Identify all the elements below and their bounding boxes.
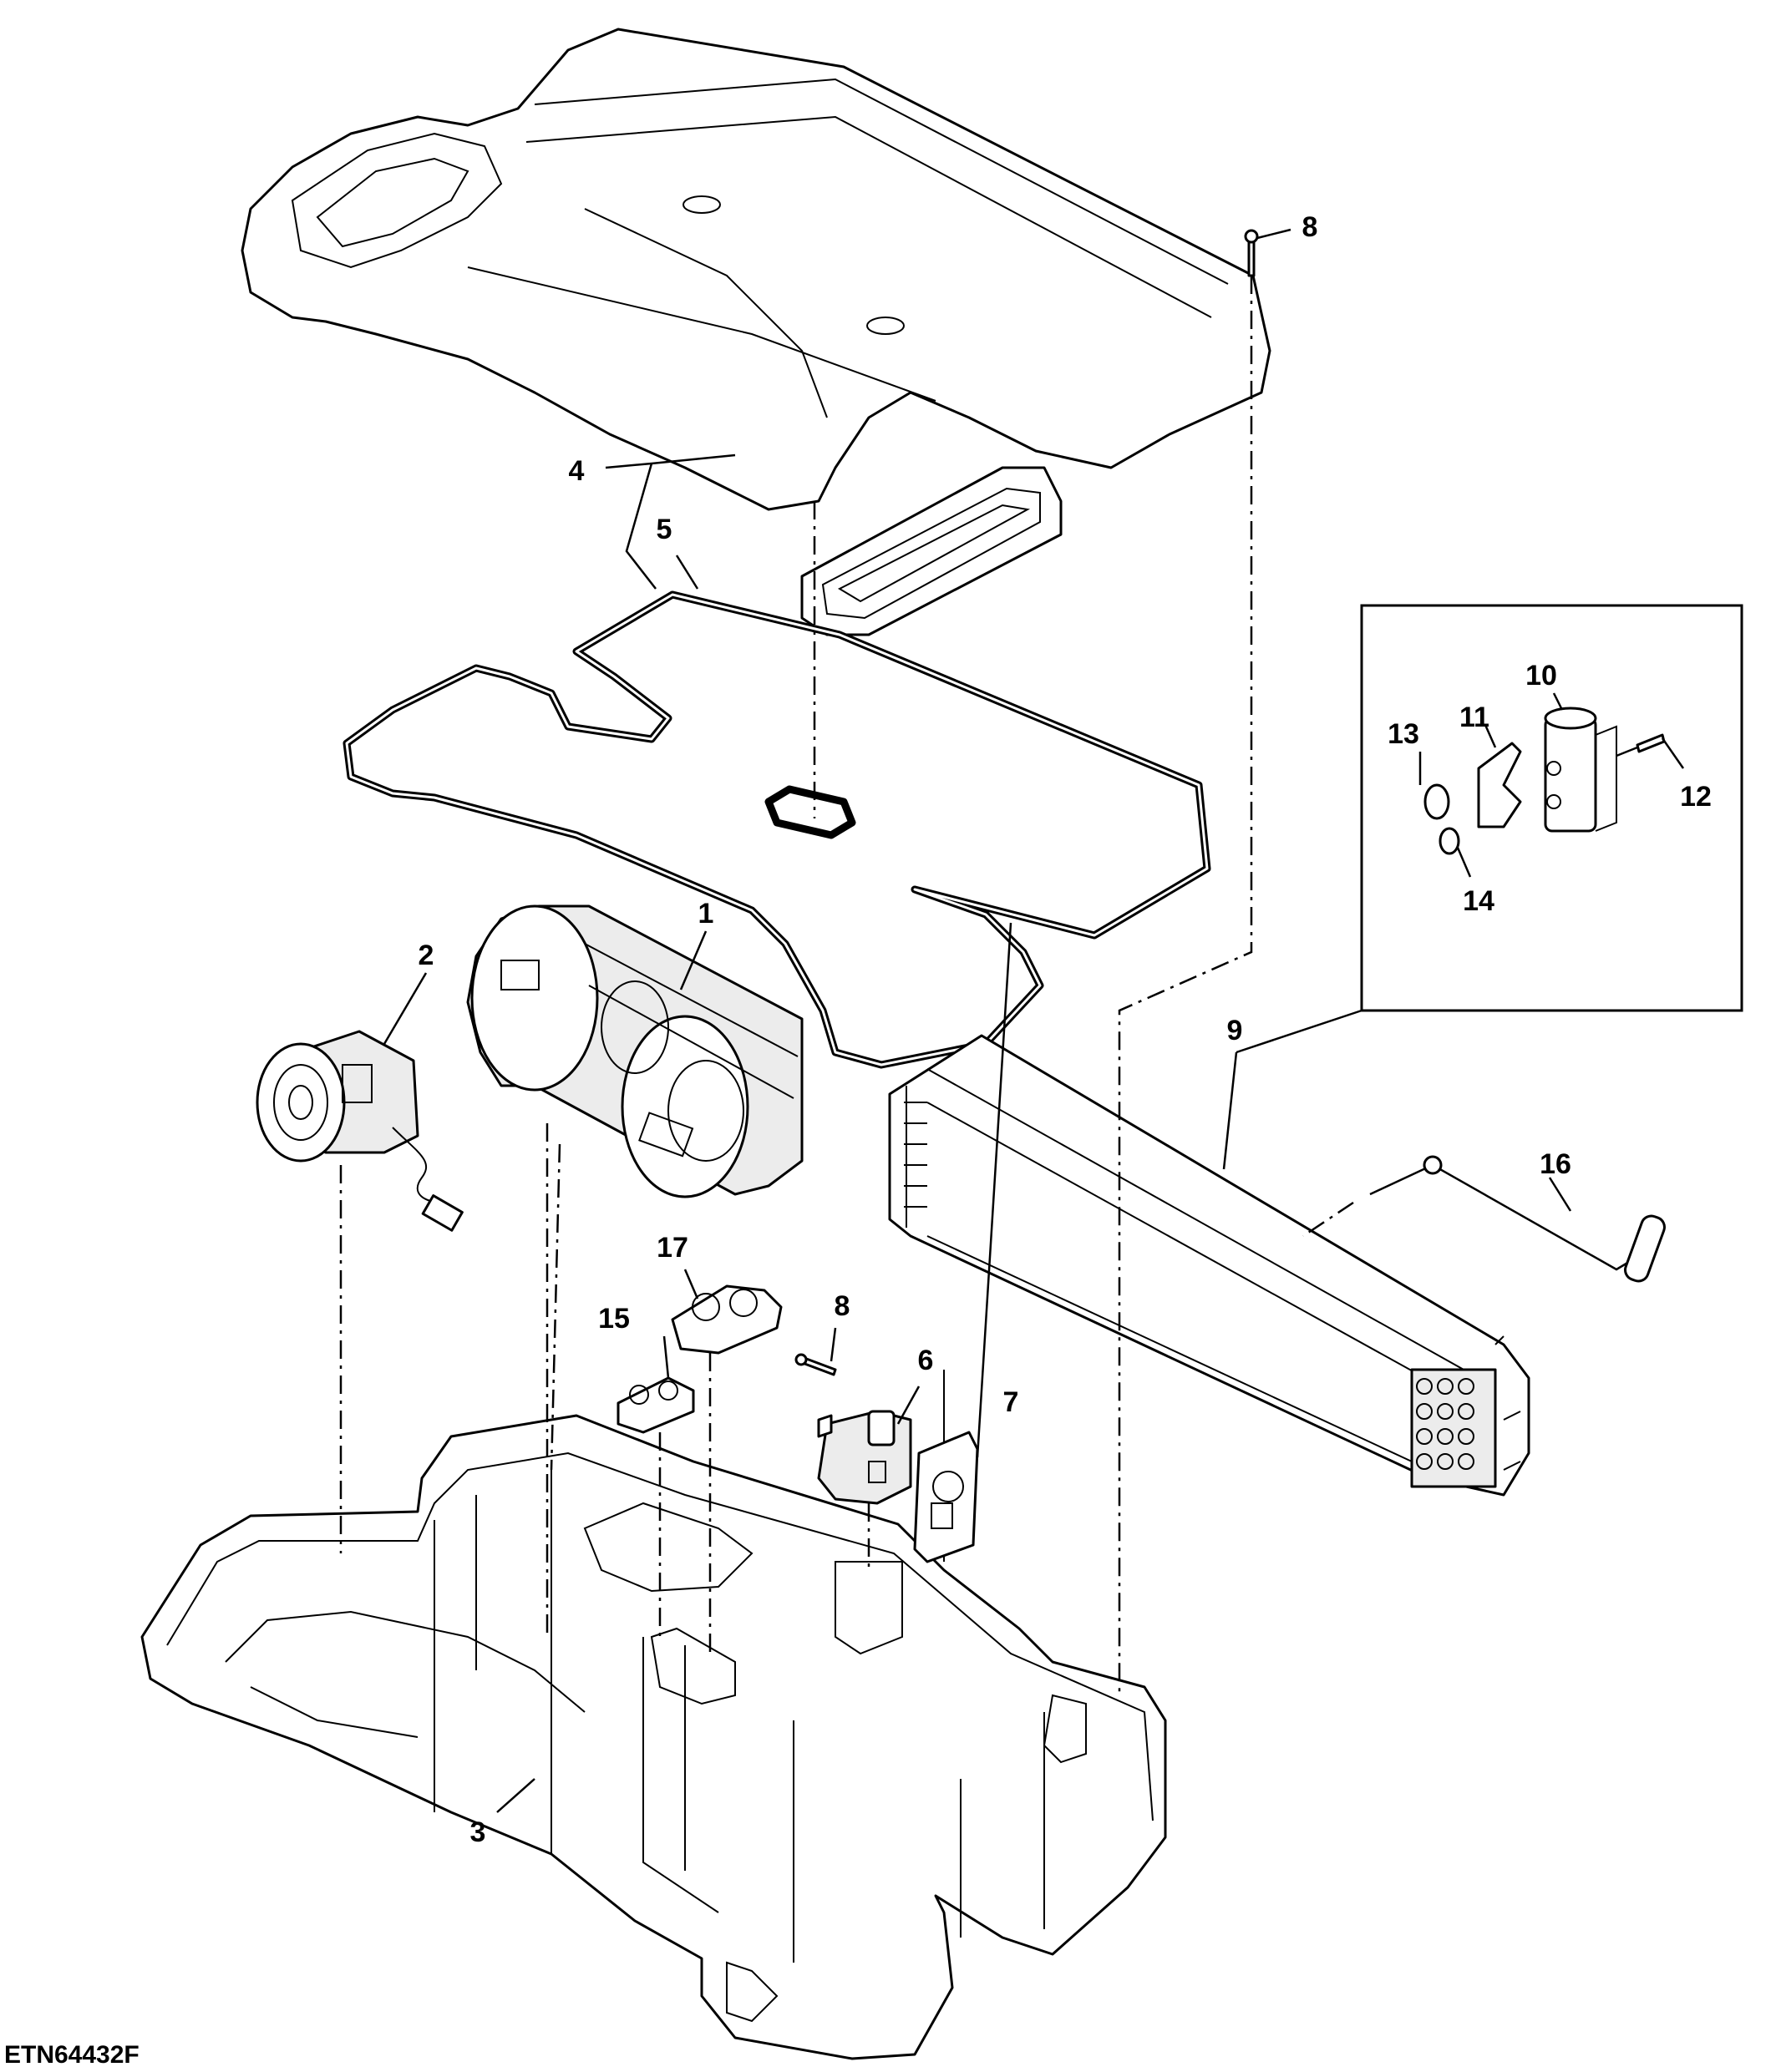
callout-10: 10 bbox=[1525, 660, 1557, 692]
callout-14: 14 bbox=[1463, 885, 1494, 917]
callout-1: 1 bbox=[698, 898, 714, 930]
callout-9: 9 bbox=[1227, 1015, 1243, 1046]
screw-8-lower bbox=[794, 1353, 837, 1376]
callout-3: 3 bbox=[470, 1816, 486, 1848]
screw-8-upper bbox=[1244, 229, 1259, 277]
lower-housing bbox=[140, 1370, 1167, 2060]
callout-5: 5 bbox=[657, 514, 672, 545]
callout-13: 13 bbox=[1388, 718, 1419, 750]
leader-lines bbox=[383, 228, 1572, 1813]
mounting-plate bbox=[913, 1431, 979, 1563]
callout-4: 4 bbox=[569, 455, 585, 487]
callout-11: 11 bbox=[1459, 702, 1489, 733]
callout-12: 12 bbox=[1680, 781, 1712, 813]
callout-8-upper: 8 bbox=[1302, 211, 1318, 243]
callout-8-lower: 8 bbox=[835, 1290, 850, 1322]
callout-15: 15 bbox=[598, 1303, 630, 1335]
figure-code: ETN64432F bbox=[4, 2041, 140, 2069]
grommet-15 bbox=[617, 1376, 695, 1434]
auxiliary-blower bbox=[256, 1030, 464, 1232]
callout-labels: 8 4 5 1 2 9 10 11 13 12 14 16 17 8 15 6 … bbox=[4, 211, 1712, 2069]
upper-duct-cover bbox=[241, 28, 1271, 636]
assembly-centerlines bbox=[339, 276, 1354, 1695]
gasket-seal bbox=[343, 590, 1211, 1069]
temperature-sensor bbox=[1369, 1155, 1666, 1283]
callout-17: 17 bbox=[657, 1232, 688, 1264]
evaporator-core bbox=[888, 1034, 1530, 1497]
callout-2: 2 bbox=[419, 940, 434, 971]
callout-6: 6 bbox=[918, 1345, 934, 1376]
callout-7: 7 bbox=[1003, 1386, 1019, 1418]
expansion-valve-inset bbox=[1236, 604, 1743, 1054]
blower-motor-assembly bbox=[466, 904, 804, 1198]
actuator-motor bbox=[817, 1410, 912, 1505]
grommet-17 bbox=[671, 1284, 783, 1355]
callout-16: 16 bbox=[1540, 1148, 1571, 1180]
